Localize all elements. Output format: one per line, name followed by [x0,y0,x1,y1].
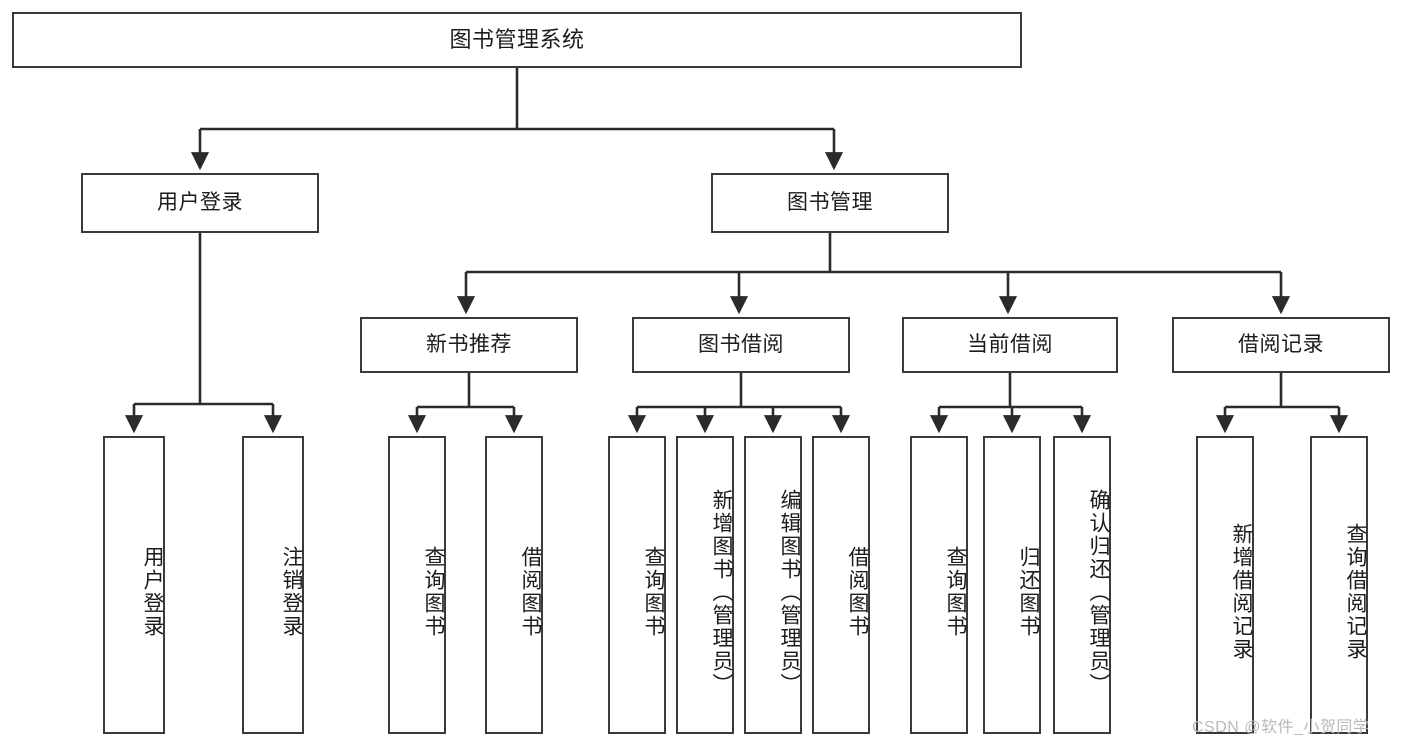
node-leaf-borrow-book-2-label: 借阅图书 [846,546,869,638]
edges-borrow-record [1215,373,1349,434]
node-root-label: 图书管理系统 [449,27,585,53]
node-leaf-query-book-3-label: 查询图书 [944,546,967,638]
node-leaf-query-book-1[interactable]: 查询图书 [388,436,446,734]
node-leaf-edit-book[interactable]: 编辑图书（管理员） [744,436,802,734]
node-book-borrow-label: 图书借阅 [698,332,784,356]
node-user-login[interactable]: 用户登录 [81,173,319,233]
node-leaf-query-borrow-record-label: 查询借阅记录 [1344,523,1367,661]
node-borrow-record[interactable]: 借阅记录 [1172,317,1390,373]
node-leaf-add-book[interactable]: 新增图书（管理员） [676,436,734,734]
node-book-borrow[interactable]: 图书借阅 [632,317,850,373]
node-new-book-recommendation-label: 新书推荐 [426,332,512,356]
edges-user-login [124,233,283,434]
node-leaf-query-book-2-label: 查询图书 [642,546,665,638]
edges-book-manage [456,233,1291,315]
node-book-manage-label: 图书管理 [787,190,873,214]
node-borrow-record-label: 借阅记录 [1238,332,1324,356]
edges-root [190,68,844,171]
node-leaf-confirm-return-label: 确认归还（管理员） [1087,488,1110,696]
node-leaf-borrow-book-1-label: 借阅图书 [519,546,542,638]
node-leaf-return-book-label: 归还图书 [1017,546,1040,638]
node-root[interactable]: 图书管理系统 [12,12,1022,68]
node-book-manage[interactable]: 图书管理 [711,173,949,233]
node-current-borrow[interactable]: 当前借阅 [902,317,1118,373]
node-leaf-add-borrow-record[interactable]: 新增借阅记录 [1196,436,1254,734]
node-leaf-query-book-2[interactable]: 查询图书 [608,436,666,734]
node-leaf-logout[interactable]: 注销登录 [242,436,304,734]
node-leaf-user-login-label: 用户登录 [141,546,164,638]
node-new-book-recommendation[interactable]: 新书推荐 [360,317,578,373]
node-user-login-label: 用户登录 [157,190,243,214]
node-leaf-add-book-label: 新增图书（管理员） [710,488,733,696]
node-leaf-borrow-book-1[interactable]: 借阅图书 [485,436,543,734]
edges-new-book-rec [407,373,524,434]
node-leaf-confirm-return[interactable]: 确认归还（管理员） [1053,436,1111,734]
node-leaf-borrow-book-2[interactable]: 借阅图书 [812,436,870,734]
node-leaf-return-book[interactable]: 归还图书 [983,436,1041,734]
node-leaf-query-borrow-record[interactable]: 查询借阅记录 [1310,436,1368,734]
node-leaf-add-borrow-record-label: 新增借阅记录 [1230,523,1253,661]
node-leaf-logout-label: 注销登录 [280,546,303,638]
node-leaf-edit-book-label: 编辑图书（管理员） [778,488,801,696]
node-leaf-user-login[interactable]: 用户登录 [103,436,165,734]
node-leaf-query-book-3[interactable]: 查询图书 [910,436,968,734]
edges-book-borrow [627,373,851,434]
node-current-borrow-label: 当前借阅 [967,332,1053,356]
node-leaf-query-book-1-label: 查询图书 [422,546,445,638]
edges-current-borrow [929,373,1092,434]
watermark: CSDN @软件_小贺同学 [1192,719,1370,736]
